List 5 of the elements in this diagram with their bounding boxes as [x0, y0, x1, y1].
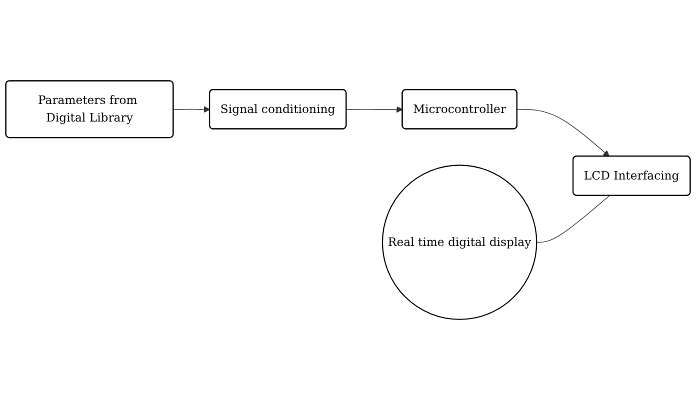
arrow: [346, 106, 403, 114]
connector: [536, 196, 610, 244]
arrow: [516, 110, 610, 158]
node-circle: Real time digital display: [382, 165, 538, 320]
arrow: [173, 106, 210, 114]
